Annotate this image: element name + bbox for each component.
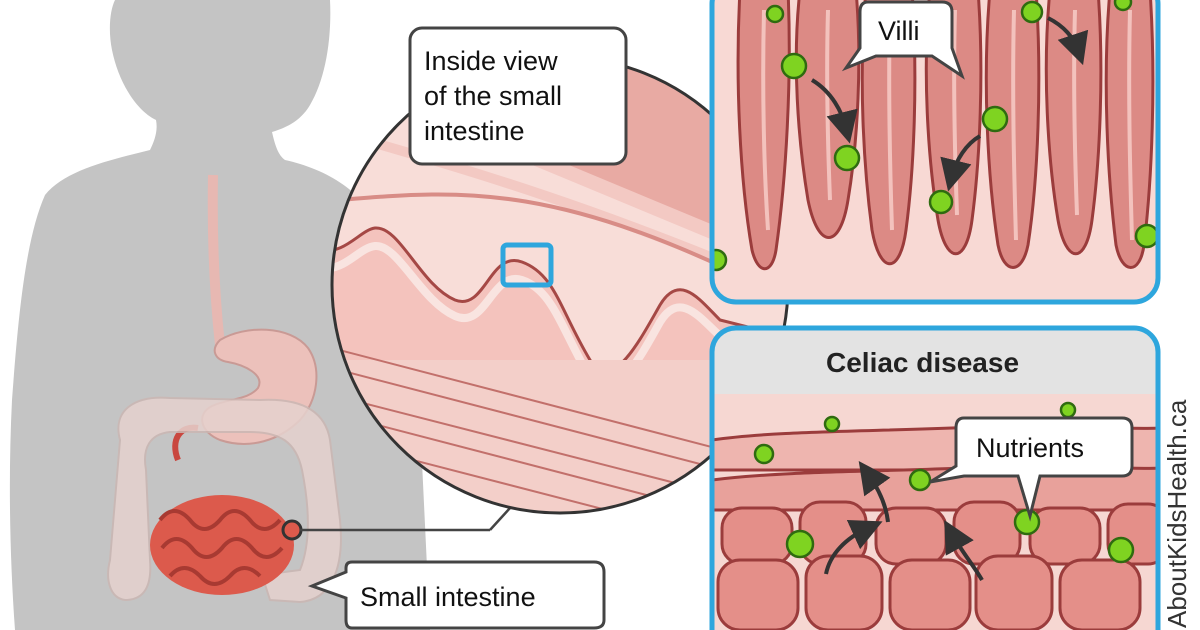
watermark: AboutKidsHealth.ca: [1162, 399, 1192, 628]
callout-inside-view-line-2: of the small: [424, 81, 562, 111]
callout-small-intestine: Small intestine: [312, 562, 604, 628]
callout-inside-view: Inside view of the small intestine: [410, 28, 626, 164]
leader-line-diagonal: [490, 508, 510, 530]
callout-nutrients-label: Nutrients: [976, 433, 1084, 463]
callout-small-intestine-label: Small intestine: [360, 582, 536, 612]
small-intestine-marker: [283, 521, 301, 539]
small-intestine: [150, 495, 294, 595]
celiac-panel-title: Celiac disease: [826, 347, 1019, 378]
callout-inside-view-line-1: Inside view: [424, 46, 558, 76]
callout-inside-view-line-3: intestine: [424, 116, 525, 146]
callout-villi-label: Villi: [878, 16, 920, 46]
